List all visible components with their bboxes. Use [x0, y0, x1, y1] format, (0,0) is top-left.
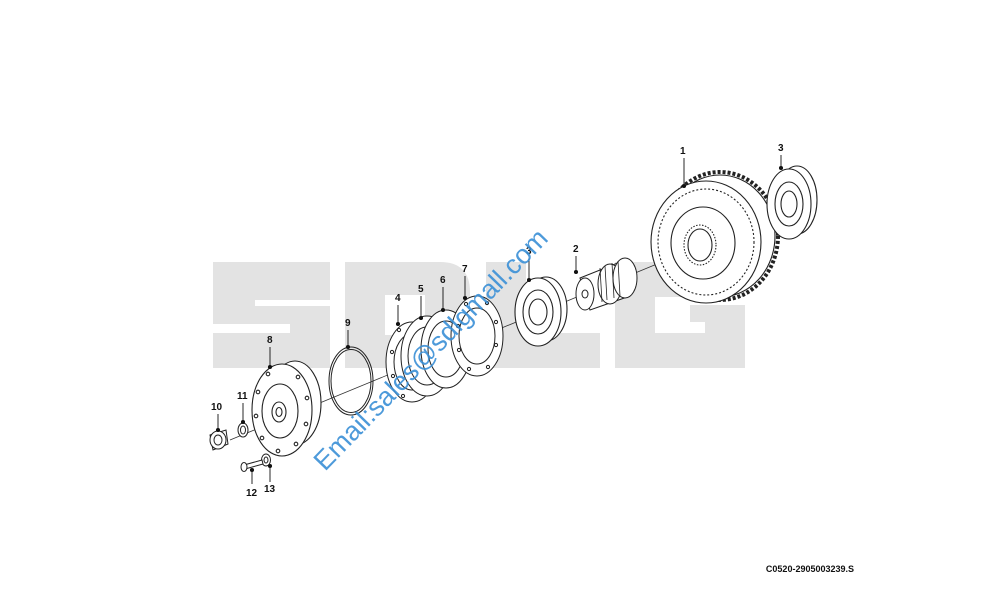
part-8-housing-cover: [251, 360, 322, 457]
part-7-plate: [450, 295, 504, 377]
part-3-bearing-upper: [766, 165, 818, 240]
part-13-washer: [261, 453, 271, 467]
callout-5: 5: [418, 284, 424, 295]
callout-3-upper: 3: [778, 143, 784, 154]
callout-4: 4: [395, 293, 401, 304]
callout-12: 12: [246, 488, 258, 499]
part-1-gear: [650, 170, 780, 304]
drawing-code: C0520-2905003239.S: [765, 564, 854, 574]
callout-10: 10: [211, 402, 223, 413]
callout-3-lower: 3: [526, 246, 532, 257]
part-12-bolt: [240, 459, 264, 472]
callout-9: 9: [345, 318, 351, 329]
callout-13: 13: [264, 484, 276, 495]
callout-1: 1: [680, 146, 686, 157]
part-10-plug: [209, 429, 229, 451]
callout-11: 11: [237, 391, 248, 402]
callout-8: 8: [267, 335, 273, 346]
part-9-o-ring: [328, 346, 374, 416]
callout-leader-lines: [215, 155, 784, 484]
callout-6: 6: [440, 275, 446, 286]
part-2-shaft: [575, 257, 638, 311]
part-11-seal-ring: [237, 422, 249, 438]
callout-2: 2: [573, 244, 579, 255]
part-3-bearing-lower: [514, 276, 568, 347]
callout-7: 7: [462, 264, 468, 275]
